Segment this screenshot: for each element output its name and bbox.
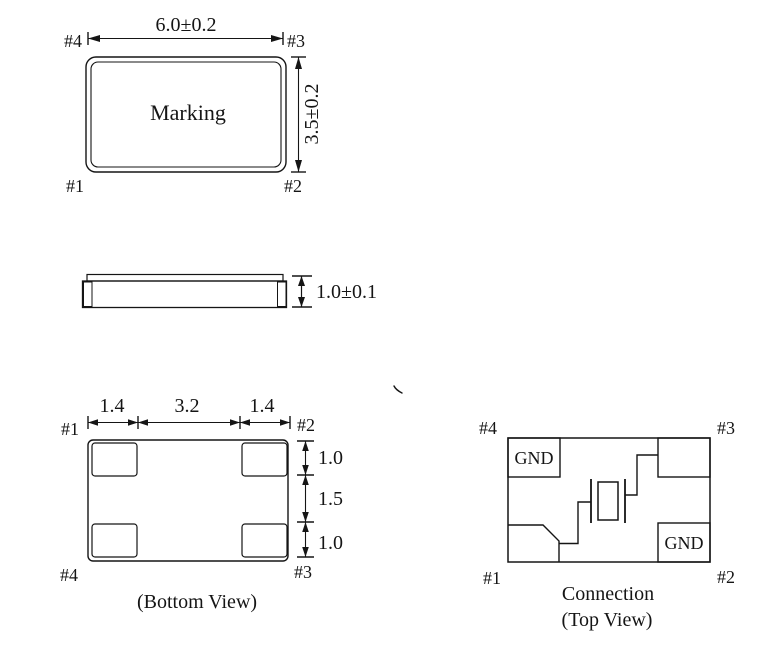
top-view-height-dimension: 3.5±0.2 xyxy=(291,56,323,173)
connection-pad2-gnd xyxy=(657,522,711,563)
connection-figure: GND GND #4 #3 #1 #2 Connection (Top View… xyxy=(479,418,735,631)
connection-gnd-top-label: GND xyxy=(515,448,554,468)
side-view-height-dimension: 1.0±0.1 xyxy=(292,275,377,308)
top-view-pin4-label: #4 xyxy=(64,31,82,51)
top-view-pin3-label: #3 xyxy=(287,31,305,51)
bottom-view-pad-1 xyxy=(91,442,138,477)
connection-pad1-boundary xyxy=(508,524,560,562)
side-view-lid xyxy=(86,273,284,282)
top-view-width-dimension: 6.0±0.2 xyxy=(87,14,284,45)
bottom-view-dim-r-bottom-label: 1.0 xyxy=(318,532,343,554)
bottom-view-dim-left-label: 1.4 xyxy=(100,395,125,417)
marking-label: Marking xyxy=(150,100,226,125)
bottom-view-body-outline xyxy=(87,439,289,562)
side-view-height-dim-label: 1.0±0.1 xyxy=(316,281,377,303)
side-view-left-terminal xyxy=(83,281,93,307)
connection-wire-pin3 xyxy=(625,454,658,496)
side-view-body xyxy=(81,280,288,309)
bottom-view-pad-2 xyxy=(241,442,288,477)
top-view-pin2-label: #2 xyxy=(284,176,302,196)
bottom-view-top-dimension: 1.4 3.2 1.4 xyxy=(87,395,291,429)
connection-pin1-label: #1 xyxy=(483,568,501,588)
top-view-width-dim-label: 6.0±0.2 xyxy=(156,14,217,36)
bottom-view-pad-4 xyxy=(91,523,138,558)
bottom-view-dim-right-label: 1.4 xyxy=(250,395,275,417)
connection-pin2-label: #2 xyxy=(717,567,735,587)
bottom-view-pin2-label: #2 xyxy=(297,415,315,435)
connection-gnd-bottom-label: GND xyxy=(665,533,704,553)
bottom-view-pin3-label: #3 xyxy=(294,562,312,582)
bottom-view-dim-r-mid-label: 1.5 xyxy=(318,488,343,510)
top-view-pin1-label: #1 xyxy=(66,176,84,196)
connection-pin3-label: #3 xyxy=(717,418,735,438)
connection-outline xyxy=(507,437,711,563)
connection-caption-line2: (Top View) xyxy=(562,609,653,631)
connection-pin4-label: #4 xyxy=(479,418,497,438)
connection-pad4-gnd xyxy=(507,437,561,478)
connection-wire-pin1 xyxy=(559,501,591,545)
bottom-view-pin1-label: #1 xyxy=(61,419,79,439)
bottom-view-caption: (Bottom View) xyxy=(137,591,257,613)
side-view-figure: 1.0±0.1 xyxy=(81,273,377,309)
top-view-height-dim-label: 3.5±0.2 xyxy=(301,84,323,145)
bottom-view-right-dimension: 1.0 1.5 1.0 xyxy=(297,440,343,558)
connection-pad3 xyxy=(657,437,711,478)
top-view-body-outline xyxy=(85,56,287,173)
bottom-view-dim-mid-label: 3.2 xyxy=(175,395,200,417)
bottom-view-pin4-label: #4 xyxy=(60,565,78,585)
connection-caption-line1: Connection xyxy=(562,583,654,605)
stray-mark xyxy=(393,385,403,394)
bottom-view-dim-r-top-label: 1.0 xyxy=(318,447,343,469)
bottom-view-figure: 1.4 3.2 1.4 1.0 1.5 1.0 #1 #2 #4 #3 (Bot… xyxy=(60,395,343,613)
crystal-element xyxy=(597,481,619,521)
top-view-figure: Marking 6.0±0.2 3.5±0.2 #4 #3 #1 #2 xyxy=(64,14,323,196)
side-view-right-terminal xyxy=(277,281,287,307)
bottom-view-pad-3 xyxy=(241,523,288,558)
top-view-body-inner xyxy=(90,61,282,168)
